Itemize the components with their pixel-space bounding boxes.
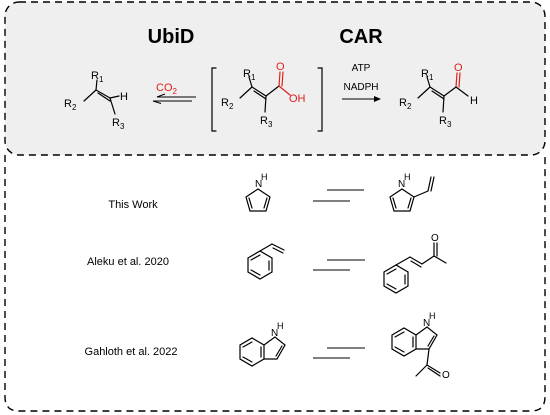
- svg-text:H: H: [261, 172, 268, 182]
- svg-text:O: O: [431, 233, 439, 244]
- svg-text:H: H: [277, 321, 284, 331]
- arrow-row-3: [313, 347, 365, 359]
- car-label: CAR: [339, 26, 383, 48]
- svg-text:R2: R2: [399, 97, 412, 111]
- svg-text:R1: R1: [91, 70, 104, 84]
- svg-text:OH: OH: [289, 93, 306, 105]
- indole-substrate: N H: [239, 321, 286, 367]
- example-label-aleku: Aleku et al. 2020: [87, 256, 169, 268]
- pyrrole-aldehyde-product: N H: [389, 172, 435, 212]
- svg-text:ATP: ATP: [352, 63, 371, 74]
- pyrrole-substrate: N H: [245, 172, 271, 212]
- svg-text:R1: R1: [243, 68, 256, 82]
- car-arrow: ATP NADPH: [342, 63, 381, 102]
- indole-aldehyde-product: N H O: [391, 311, 450, 381]
- svg-text:N: N: [271, 328, 278, 339]
- styrene-substrate: [247, 243, 285, 280]
- svg-text:H: H: [429, 311, 436, 321]
- svg-text:H: H: [120, 91, 128, 103]
- aldehyde-product: R1 R2 R3 O H: [399, 62, 478, 129]
- svg-text:O: O: [276, 61, 285, 73]
- cinnamaldehyde-product: O: [383, 233, 447, 294]
- alkene-substrate: R1 R2 H R3: [64, 70, 128, 131]
- svg-text:CO2: CO2: [156, 82, 178, 96]
- svg-text:R2: R2: [221, 97, 234, 111]
- example-label-gahloth: Gahloth et al. 2022: [85, 346, 178, 358]
- svg-text:O: O: [442, 370, 450, 381]
- svg-text:R1: R1: [421, 68, 434, 82]
- top-panel: [4, 1, 546, 156]
- example-label-this-work: This Work: [108, 199, 158, 211]
- svg-text:N: N: [255, 179, 262, 190]
- svg-text:O: O: [454, 62, 463, 74]
- acid-intermediate: R1 R2 R3 O OH: [211, 61, 323, 132]
- svg-text:R3: R3: [439, 115, 452, 129]
- bottom-panel: [4, 155, 546, 412]
- co2-equilibrium-arrow: CO2: [152, 82, 196, 104]
- svg-text:N: N: [398, 179, 405, 190]
- svg-text:NADPH: NADPH: [343, 82, 378, 93]
- svg-text:H: H: [404, 172, 411, 182]
- svg-text:N: N: [423, 318, 430, 329]
- arrow-row-2: [313, 259, 365, 271]
- svg-text:H: H: [470, 95, 478, 107]
- svg-text:R2: R2: [64, 98, 77, 112]
- arrow-row-1: [313, 189, 364, 202]
- ubid-label: UbiD: [148, 26, 195, 48]
- svg-text:R3: R3: [260, 115, 273, 129]
- svg-text:R3: R3: [112, 117, 125, 131]
